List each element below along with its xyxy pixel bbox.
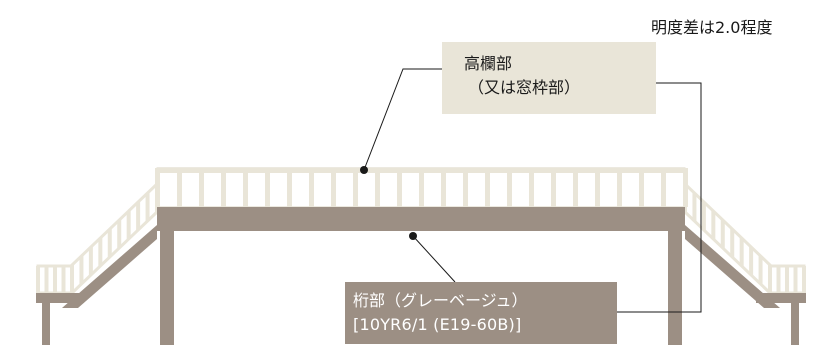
railing-label-box: 高欄部 （又は窓枠部） bbox=[442, 42, 656, 114]
railing-baluster bbox=[463, 168, 468, 207]
railing-leader-dot bbox=[360, 166, 368, 174]
girder-label-box: 桁部（グレーベージュ） [10YR6/1 (E19-60B)] bbox=[345, 282, 617, 344]
railing-baluster bbox=[375, 168, 380, 207]
railing-baluster bbox=[617, 168, 622, 207]
railing-baluster bbox=[287, 168, 292, 207]
left-landing bbox=[36, 293, 84, 303]
left-pier bbox=[160, 231, 174, 345]
railing-baluster bbox=[507, 168, 512, 207]
girder-deck bbox=[157, 207, 685, 231]
railing-baluster bbox=[353, 168, 358, 207]
right-pier bbox=[668, 231, 682, 345]
railing-leader-line bbox=[363, 68, 442, 171]
railing-baluster bbox=[639, 168, 644, 207]
railing-baluster bbox=[573, 168, 578, 207]
railing-baluster bbox=[419, 168, 424, 207]
girder-label-line2: [10YR6/1 (E19-60B)] bbox=[353, 315, 522, 334]
railing-baluster bbox=[595, 168, 600, 207]
railing-baluster bbox=[243, 168, 248, 207]
railing-baluster bbox=[551, 168, 556, 207]
railing-baluster bbox=[529, 168, 534, 207]
railing-label-line1: 高欄部 bbox=[464, 54, 513, 73]
left-landing-post bbox=[42, 303, 50, 345]
railing-baluster bbox=[309, 168, 314, 207]
right-stair-stringer bbox=[685, 225, 780, 308]
railing-label-line2: （又は窓枠部） bbox=[468, 78, 581, 97]
railing-baluster bbox=[397, 168, 402, 207]
railing-baluster bbox=[441, 168, 446, 207]
brightness-difference-note: 明度差は2.0程度 bbox=[651, 18, 773, 37]
railing-baluster bbox=[331, 168, 336, 207]
railing-baluster bbox=[485, 168, 490, 207]
railing-panel bbox=[155, 167, 688, 208]
railing-baluster bbox=[177, 168, 182, 207]
bracket-line bbox=[617, 82, 702, 313]
railing-baluster bbox=[265, 168, 270, 207]
railing-baluster bbox=[199, 168, 204, 207]
railing-baluster bbox=[221, 168, 226, 207]
railing-baluster bbox=[661, 168, 666, 207]
stair-railings bbox=[36, 180, 806, 297]
left-stair-stringer bbox=[62, 225, 157, 308]
girder-label-line1: 桁部（グレーベージュ） bbox=[353, 291, 528, 310]
right-landing bbox=[756, 293, 806, 303]
girder-leader-dot bbox=[409, 232, 417, 240]
girder-leader-line bbox=[412, 235, 456, 283]
right-landing-post bbox=[791, 303, 799, 345]
